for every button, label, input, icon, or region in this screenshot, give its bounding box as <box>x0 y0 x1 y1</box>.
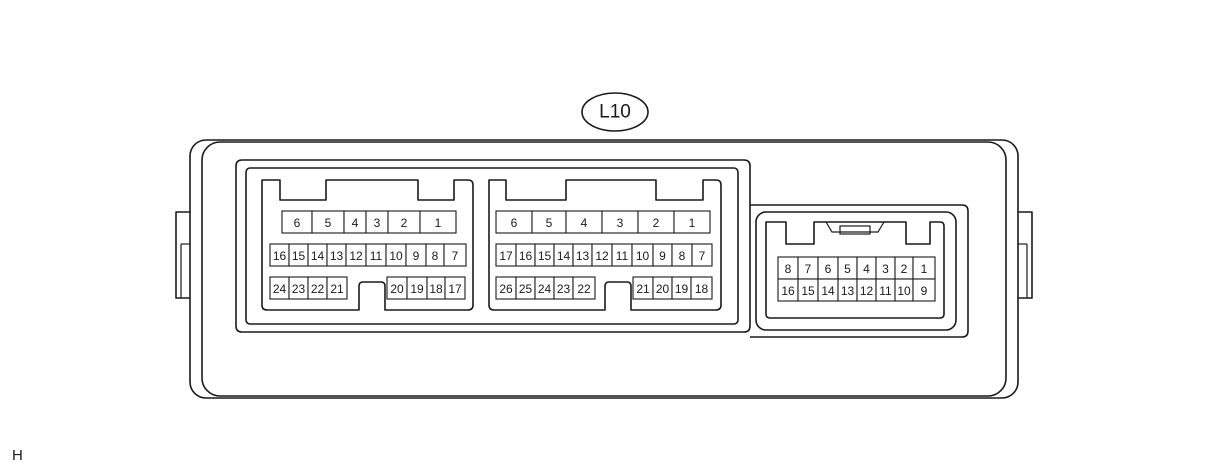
pin-cell <box>444 276 466 300</box>
pin-number: 19 <box>410 282 424 296</box>
right-connector-frame <box>755 211 957 331</box>
pin-number: 9 <box>659 249 666 263</box>
pin-number: 1 <box>921 262 928 276</box>
pin-cell <box>419 210 457 234</box>
pin-cell <box>673 210 711 234</box>
pin-number: 11 <box>879 284 892 298</box>
pin-number: 18 <box>695 282 709 296</box>
pin-number: 4 <box>352 216 359 230</box>
pin-number: 8 <box>432 249 439 263</box>
pin-number: 1 <box>689 216 696 230</box>
pin-number: 24 <box>538 282 552 296</box>
pin-number: 3 <box>374 216 381 230</box>
pin-number: 16 <box>781 284 795 298</box>
pin-number: 6 <box>294 216 301 230</box>
pin-number: 15 <box>538 249 552 263</box>
pin-number: 7 <box>699 249 706 263</box>
pin-number: 5 <box>546 216 553 230</box>
mounting-tab-left <box>175 211 190 299</box>
connector-mount-plate <box>235 159 751 333</box>
pin-number: 23 <box>292 282 306 296</box>
pin-number: 9 <box>413 249 420 263</box>
pin-number: 10 <box>636 249 650 263</box>
pin-number: 5 <box>325 216 332 230</box>
pin-number: 12 <box>860 284 874 298</box>
pin-number: 15 <box>801 284 815 298</box>
pin-number: 18 <box>429 282 443 296</box>
pin-cell <box>690 276 713 300</box>
connector-frame-left-middle <box>245 167 739 325</box>
pin-number: 17 <box>499 249 513 263</box>
pin-number: 3 <box>882 262 889 276</box>
pin-number: 8 <box>679 249 686 263</box>
mounting-tab-right <box>1018 211 1033 299</box>
pin-number: 6 <box>825 262 832 276</box>
pin-cell <box>572 276 596 300</box>
pin-number: 8 <box>785 262 792 276</box>
pin-number: 11 <box>616 249 629 263</box>
pin-number: 19 <box>675 282 689 296</box>
pin-number: 16 <box>519 249 533 263</box>
connector-label-badge: L10 <box>581 92 649 132</box>
pin-number: 2 <box>901 262 908 276</box>
pin-number: 12 <box>595 249 609 263</box>
pin-number: 2 <box>653 216 660 230</box>
pin-number: 14 <box>821 284 835 298</box>
pin-number: 13 <box>576 249 590 263</box>
pin-number: 9 <box>921 284 928 298</box>
pin-cell <box>691 243 713 267</box>
pin-number: 6 <box>511 216 518 230</box>
pin-number: 7 <box>452 249 459 263</box>
pin-number: 22 <box>311 282 325 296</box>
pin-number: 24 <box>273 282 287 296</box>
connector-label: L10 <box>599 102 631 123</box>
pin-number: 4 <box>863 262 870 276</box>
pin-number: 12 <box>349 249 363 263</box>
pin-number: 5 <box>844 262 851 276</box>
pin-cell <box>326 276 348 300</box>
pin-number: 26 <box>499 282 513 296</box>
pin-number: 21 <box>330 282 344 296</box>
pin-cell <box>912 278 936 302</box>
pin-number: 2 <box>401 216 408 230</box>
pin-number: 17 <box>448 282 462 296</box>
pin-number: 20 <box>656 282 670 296</box>
pin-number: 13 <box>841 284 855 298</box>
pin-cell <box>443 243 467 267</box>
housing-inner <box>201 141 1007 397</box>
pin-number: 10 <box>389 249 403 263</box>
pin-number: 23 <box>557 282 571 296</box>
right-mount-plate <box>750 204 969 338</box>
pin-number: 7 <box>805 262 812 276</box>
pin-number: 20 <box>390 282 404 296</box>
housing-outer <box>189 139 1019 399</box>
pin-number: 11 <box>370 249 383 263</box>
pin-number: 14 <box>557 249 571 263</box>
pin-number: 16 <box>273 249 287 263</box>
pin-number: 22 <box>577 282 591 296</box>
pin-number: 3 <box>617 216 624 230</box>
pin-number: 14 <box>311 249 325 263</box>
pin-number: 25 <box>519 282 533 296</box>
pin-number: 1 <box>435 216 442 230</box>
pin-number: 15 <box>292 249 306 263</box>
pin-number: 4 <box>581 216 588 230</box>
pin-number: 10 <box>897 284 911 298</box>
pin-number: 21 <box>636 282 650 296</box>
corner-mark: H <box>12 447 23 464</box>
pin-number: 13 <box>330 249 344 263</box>
